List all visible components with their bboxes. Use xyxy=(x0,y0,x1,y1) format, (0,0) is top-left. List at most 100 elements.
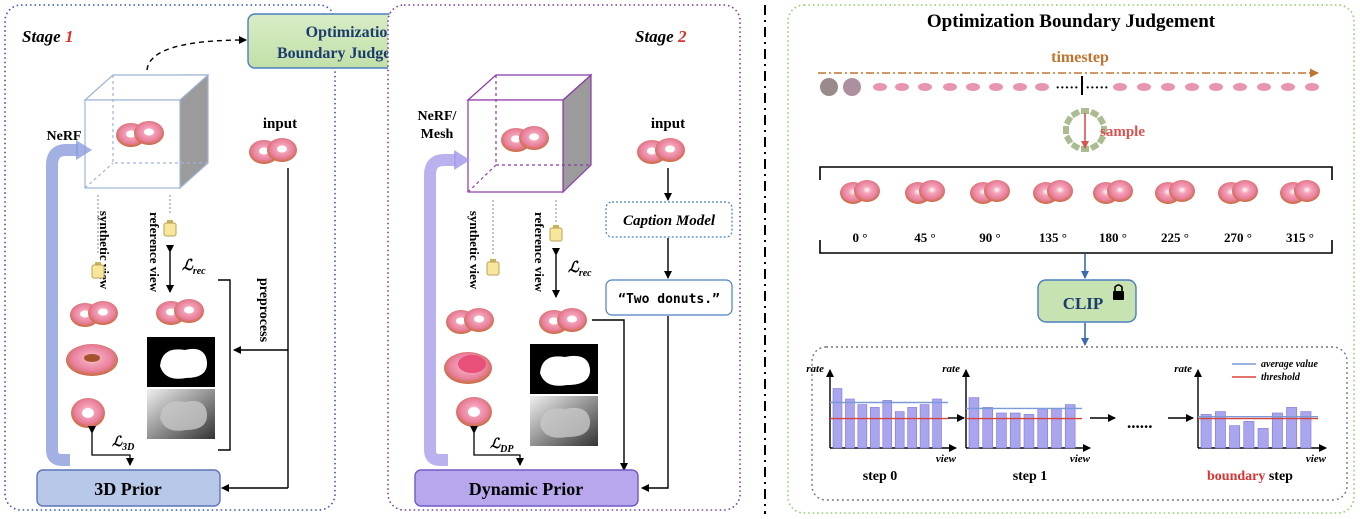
prior-3d-box xyxy=(36,469,221,507)
sampled-view-donut xyxy=(1155,180,1195,204)
dynamic-prior-label: Dynamic Prior xyxy=(469,479,583,499)
view-angles: 0 °45 °90 °135 °180 °225 °270 °315 ° xyxy=(853,230,1314,245)
rate-bar xyxy=(882,400,893,449)
rate-bar xyxy=(1286,407,1298,449)
timestep-sample-icon xyxy=(820,78,838,96)
nerf-label: NeRF xyxy=(47,129,82,144)
sampled-views xyxy=(840,180,1320,204)
stage2-label: Stage 2 xyxy=(635,27,687,46)
rate-bar xyxy=(996,412,1007,449)
timestep-label: timestep xyxy=(1051,49,1109,66)
stage2-input-label: input xyxy=(651,116,685,132)
timestep-samples xyxy=(820,78,1319,96)
sample-label: sample xyxy=(1100,124,1145,140)
svg-text:·····: ····· xyxy=(1085,81,1108,96)
view-axis-label: view xyxy=(1070,453,1091,465)
right-title: Optimization Boundary Judgement xyxy=(927,11,1216,32)
legend-threshold: threshold xyxy=(1261,372,1301,383)
charts-panel xyxy=(811,346,1348,501)
view-angle-label: 270 ° xyxy=(1224,230,1252,245)
view-angle-label: 90 ° xyxy=(979,230,1000,245)
timestep-sample-icon xyxy=(1257,83,1271,91)
chart-legend: average value threshold xyxy=(1232,359,1318,383)
stage1-cube xyxy=(83,74,210,190)
timestep-sample-icon xyxy=(1209,83,1223,91)
right-panel: Optimization Boundary Judgement timestep… xyxy=(787,4,1355,514)
preprocess-bracket xyxy=(218,279,231,451)
rate-bar xyxy=(1009,412,1021,449)
stage2-synthetic-view: synthetic view xyxy=(467,211,482,290)
stage1-input-donut xyxy=(249,138,297,164)
sampled-view-donut xyxy=(970,180,1010,204)
rate-bar xyxy=(919,404,930,449)
boundary-step-label: boundary step xyxy=(1207,469,1293,484)
rate-bar xyxy=(894,411,905,449)
view-angle-label: 225 ° xyxy=(1161,230,1189,245)
stage1-panel: Stage 1 NeRF input synthetic view refere… xyxy=(4,4,336,511)
stage1-loss-rec: ℒrec xyxy=(182,258,206,277)
stage1-loop-arrow xyxy=(46,144,78,450)
step-label: step 0 xyxy=(863,469,898,484)
views-bracket-top xyxy=(819,166,1333,180)
stage2-cube-donut xyxy=(501,126,549,152)
timestep-sample-icon xyxy=(1035,83,1049,91)
rate-bar xyxy=(1214,411,1226,449)
view-angle-label: 135 ° xyxy=(1039,230,1067,245)
rate-bar xyxy=(1023,414,1035,449)
stage1-label: Stage 1 xyxy=(22,27,73,46)
rate-bar xyxy=(845,398,855,449)
timestep-sample-icon xyxy=(966,83,980,91)
timestep-sample-icon xyxy=(1305,83,1319,91)
timestep-ellipsis: ····· xyxy=(1055,81,1078,96)
rate-bar xyxy=(1037,408,1048,449)
caption-text-box xyxy=(605,279,733,316)
views-bracket-bottom xyxy=(819,240,1333,254)
rate-bar xyxy=(857,404,868,449)
charts-ellipsis: ...... xyxy=(1127,413,1153,432)
dynamic-prior-box xyxy=(414,469,639,507)
caption-model-box xyxy=(605,201,733,238)
timestep-sample-icon xyxy=(918,83,932,91)
rate-bar xyxy=(1051,408,1062,449)
timestep-sample-icon xyxy=(895,83,909,91)
rate-bar xyxy=(1229,425,1241,449)
caption-text: “Two donuts.” xyxy=(618,292,720,307)
rate-bar xyxy=(1271,412,1283,449)
prior-3d-label: 3D Prior xyxy=(94,479,161,499)
rate-bar xyxy=(932,398,942,449)
step-label: step 1 xyxy=(1013,469,1048,484)
rate-bar xyxy=(1200,414,1212,449)
rate-bar xyxy=(1064,404,1076,449)
timestep-sample-icon xyxy=(1185,83,1199,91)
view-angle-label: 45 ° xyxy=(914,230,935,245)
stage2-loss-rec: ℒrec xyxy=(568,260,592,279)
legend-average-value: average value xyxy=(1261,359,1318,370)
caption-model-label: Caption Model xyxy=(623,213,716,229)
lock-icon xyxy=(1113,284,1124,300)
cube-donut-image xyxy=(116,121,164,147)
timestep-sample-icon xyxy=(873,83,887,91)
sampled-view-donut xyxy=(1033,180,1073,204)
rate-bar xyxy=(1257,428,1269,449)
clip-label: CLIP xyxy=(1063,294,1104,313)
timestep-sample-icon xyxy=(1137,83,1151,91)
sampled-view-donut xyxy=(1093,180,1133,204)
timestep-sample-icon xyxy=(989,83,1003,91)
rate-bar xyxy=(870,407,880,449)
svg-text:Optimization: Optimization xyxy=(306,24,397,41)
rate-bar xyxy=(1243,421,1255,449)
stage1-input-label: input xyxy=(263,116,297,132)
clip-box xyxy=(1037,279,1137,323)
timestep-sample-icon xyxy=(843,78,861,96)
reference-donut-image xyxy=(156,299,204,325)
rate-bar xyxy=(982,407,993,449)
sampled-view-donut xyxy=(840,180,880,204)
view-angle-label: 315 ° xyxy=(1286,230,1314,245)
timestep-sample-icon xyxy=(1281,83,1295,91)
timestep-sample-icon xyxy=(1233,83,1247,91)
timestep-sample-icon xyxy=(1113,83,1127,91)
stage2-loop-arrow xyxy=(424,154,456,450)
